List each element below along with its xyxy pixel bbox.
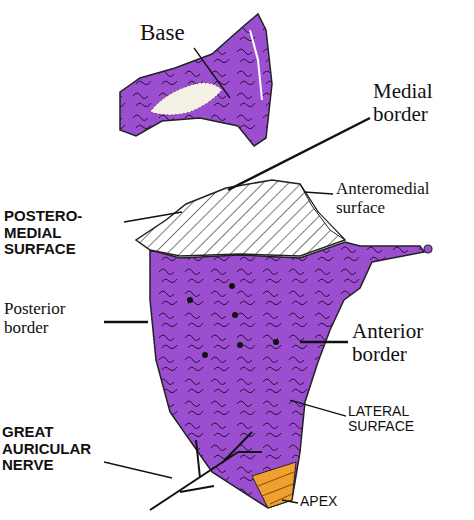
- part-name: Medial border: [373, 80, 471, 126]
- gland-base: [120, 14, 272, 146]
- part-name: POSTERO-MEDIAL SURFACE: [4, 208, 122, 258]
- part-name: APEX: [300, 494, 360, 509]
- base-dotted-area: [150, 83, 222, 115]
- gland-body: [150, 242, 424, 508]
- medial-surface: [136, 180, 345, 256]
- base-ridge: [250, 30, 262, 100]
- part-name: Anterior border: [352, 320, 462, 366]
- leader-lines: [104, 48, 370, 503]
- great-auricular-nerve: [150, 432, 262, 510]
- duct-end: [424, 245, 432, 253]
- apex-hatch: [258, 472, 294, 504]
- part-name: LATERAL SURFACE: [348, 404, 470, 435]
- part-name: Posterior border: [4, 300, 100, 337]
- part-name: Base: [140, 20, 210, 45]
- surface-dots: [187, 283, 279, 358]
- part-name: Anteromedial surface: [336, 180, 456, 217]
- part-name: GREAT AURICULAR NERVE: [2, 424, 106, 474]
